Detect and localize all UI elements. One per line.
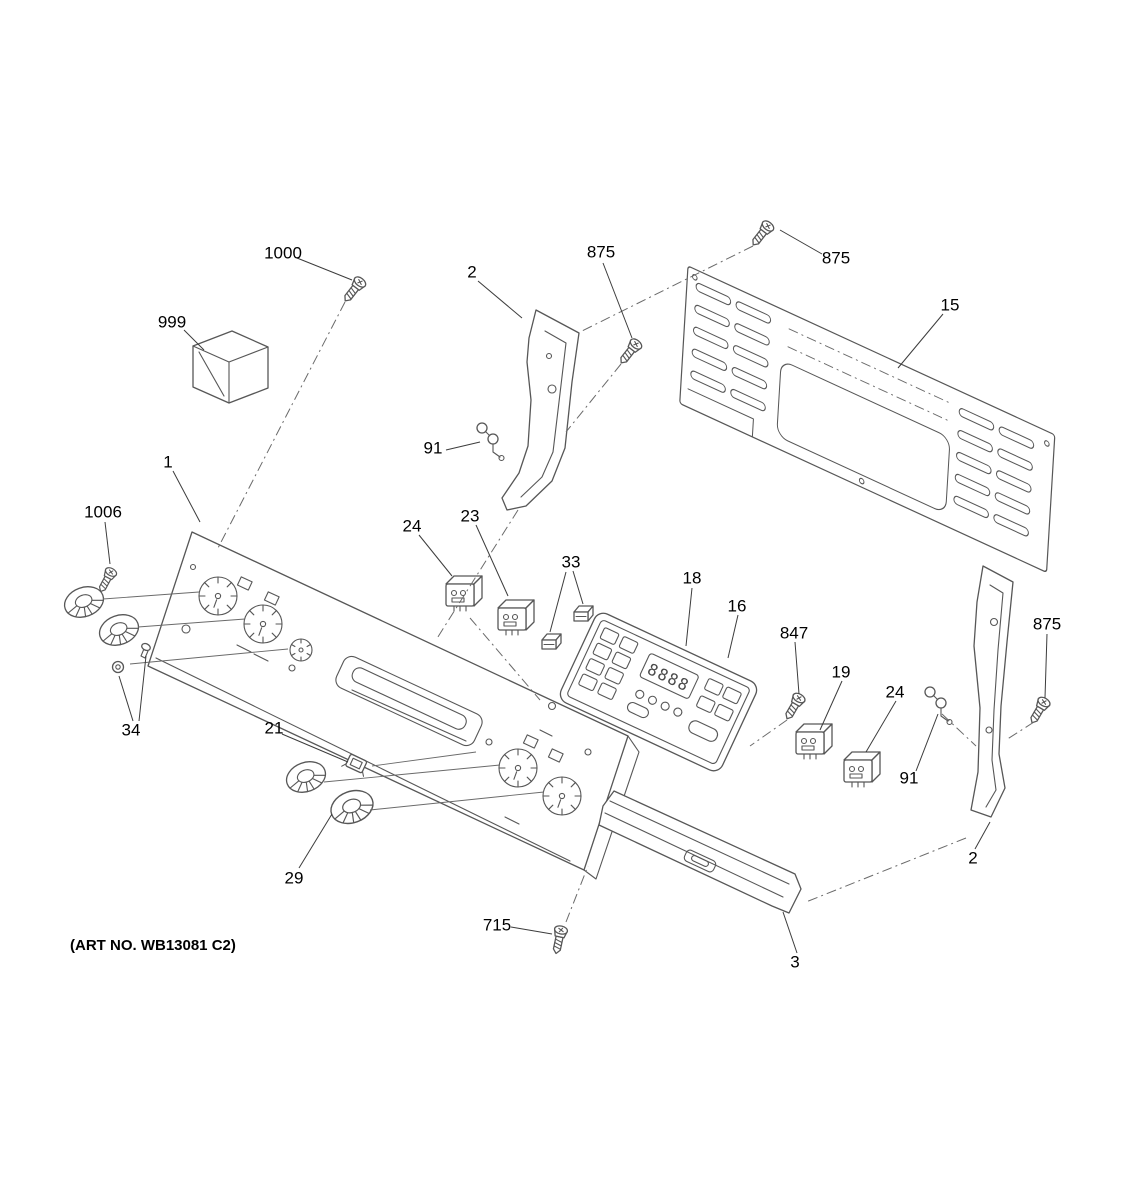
part-label-23: 23 (460, 506, 480, 526)
package-999 (192, 330, 269, 404)
part-label-21: 21 (264, 718, 284, 738)
screw-847 (780, 690, 808, 723)
part-label-24-right: 24 (885, 682, 905, 702)
part-label-29: 29 (284, 868, 304, 888)
part-label-999: 999 (157, 312, 187, 332)
part-label-1006: 1006 (84, 502, 122, 522)
knob-left-b (94, 608, 144, 652)
screw-1000 (339, 274, 369, 306)
alignment-lines (102, 591, 545, 811)
bottom-trim (598, 790, 802, 914)
part-21 (341, 753, 368, 777)
part-label-1: 1 (163, 452, 173, 472)
part-label-18: 18 (682, 568, 702, 588)
leader-lines (104, 229, 1048, 954)
right-side-bracket (970, 565, 1014, 818)
part-label-1000: 1000 (264, 243, 302, 263)
control-panel (147, 531, 640, 880)
part-label-34: 34 (121, 720, 141, 740)
fastener-34-a (111, 660, 125, 674)
part-label-24-left: 24 (402, 516, 422, 536)
switch-24-left (445, 575, 483, 612)
knob-29-b (325, 784, 379, 830)
assembly-axis-lines (217, 245, 1035, 923)
fastener-34-b (140, 642, 151, 659)
switch-24-right (843, 751, 881, 788)
switch-19 (795, 723, 833, 760)
part-label-33: 33 (561, 552, 581, 572)
part-label-875-top-right: 875 (821, 248, 851, 268)
clip-91-right (924, 686, 953, 726)
screw-875-right (1025, 694, 1053, 727)
part-label-15: 15 (940, 295, 960, 315)
switch-23 (497, 599, 535, 636)
part-label-91-right: 91 (899, 768, 919, 788)
part-label-2-right: 2 (968, 848, 978, 868)
rear-panel (679, 266, 1056, 573)
part-label-91-left: 91 (423, 438, 443, 458)
part-label-875-right: 875 (1032, 614, 1062, 634)
screw-875-middle (615, 336, 645, 368)
clip-33-b (541, 633, 562, 650)
part-label-875-middle: 875 (586, 242, 616, 262)
knob-29-a (281, 755, 331, 799)
part-label-16: 16 (727, 596, 747, 616)
screw-715 (549, 924, 569, 956)
part-label-19: 19 (831, 662, 851, 682)
part-label-715: 715 (482, 915, 512, 935)
screw-875-top-right (747, 218, 777, 250)
clip-33-a (573, 605, 594, 622)
part-label-847: 847 (779, 623, 809, 643)
clip-91-left (476, 422, 505, 462)
left-side-bracket (501, 309, 580, 511)
art-number: (ART NO. WB13081 C2) (70, 937, 236, 954)
part-label-2-left: 2 (467, 262, 477, 282)
control-board: 8888 (559, 612, 758, 772)
part-label-3: 3 (790, 952, 800, 972)
